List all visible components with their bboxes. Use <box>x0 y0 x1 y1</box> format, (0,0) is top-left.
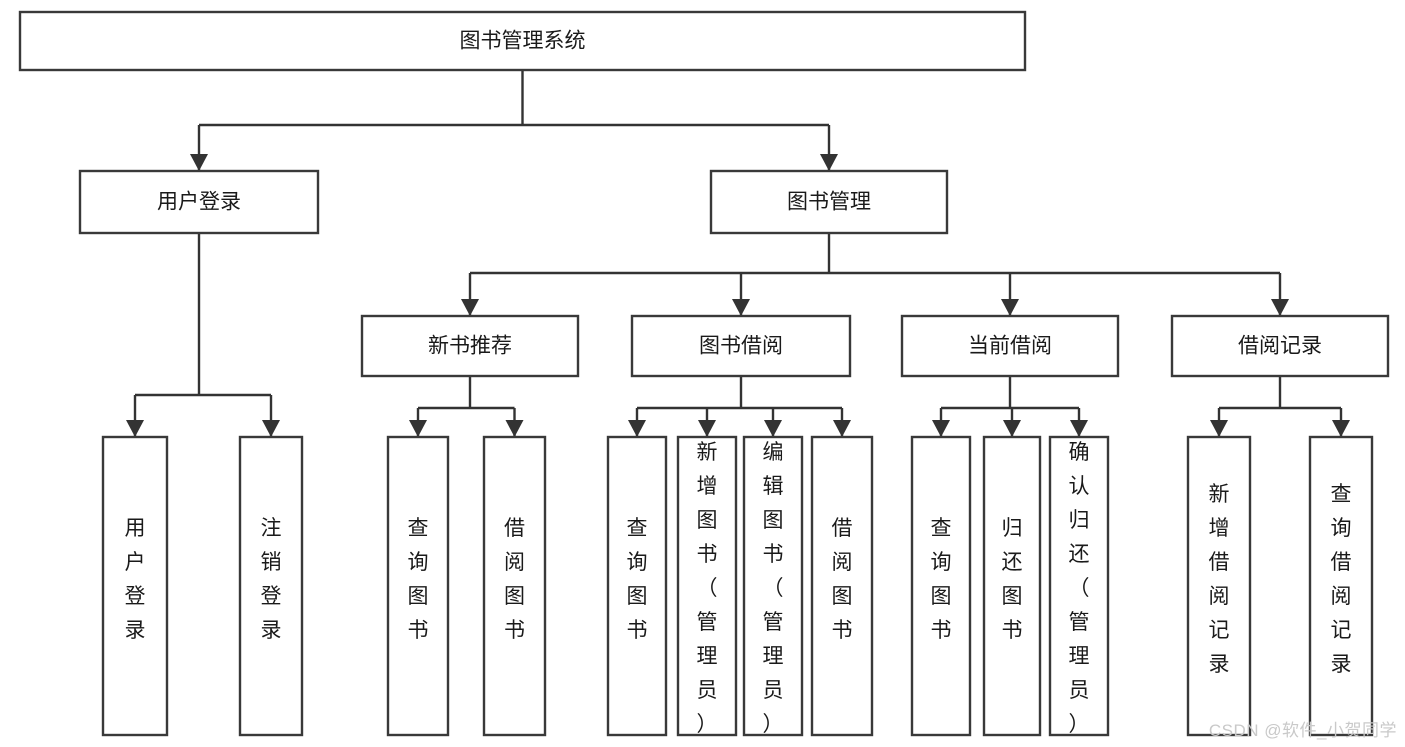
node-boxes: 图书管理系统用户登录图书管理新书推荐图书借阅当前借阅借阅记录用户登录注销登录查询… <box>18 10 1390 737</box>
node-box-leaf-edit-book <box>742 435 804 737</box>
node-leaf-user-login[interactable]: 用户登录 <box>101 435 169 737</box>
node-leaf-return-book[interactable]: 归还图书 <box>982 435 1042 737</box>
node-label-user-login: 用户登录 <box>157 191 241 214</box>
node-leaf-query-book-1[interactable]: 查询图书 <box>386 435 450 737</box>
node-label-new-book-recommend: 新书推荐 <box>428 335 512 358</box>
arrow-head-icon <box>698 420 716 437</box>
node-box-book-management <box>709 169 949 235</box>
node-label-current-borrow: 当前借阅 <box>968 335 1052 358</box>
node-label-leaf-add-record: 新增借阅记录 <box>1209 483 1230 676</box>
node-label-leaf-logout: 注销登录 <box>261 517 282 642</box>
arrow-head-icon <box>190 154 208 171</box>
node-label-book-management: 图书管理 <box>787 191 871 214</box>
node-label-leaf-edit-book: 编辑图书（管理员） <box>763 441 784 736</box>
node-box-leaf-logout <box>238 435 304 737</box>
node-leaf-edit-book[interactable]: 编辑图书（管理员） <box>742 435 804 737</box>
arrow-head-icon <box>126 420 144 437</box>
arrow-head-icon <box>1070 420 1088 437</box>
node-borrow-record[interactable]: 借阅记录 <box>1170 314 1390 378</box>
node-label-leaf-user-login: 用户登录 <box>125 517 146 642</box>
arrow-head-icon <box>505 420 524 437</box>
node-leaf-borrow-book-1[interactable]: 借阅图书 <box>482 435 547 737</box>
node-book-management[interactable]: 图书管理 <box>709 169 949 235</box>
node-label-leaf-add-book: 新增图书（管理员） <box>697 441 718 736</box>
node-box-user-login <box>78 169 320 235</box>
arrow-head-icon <box>1001 299 1019 316</box>
node-label-leaf-query-record: 查询借阅记录 <box>1331 483 1352 676</box>
node-box-leaf-user-login <box>101 435 169 737</box>
node-book-borrow[interactable]: 图书借阅 <box>630 314 852 378</box>
arrow-head-icon <box>764 420 782 437</box>
node-box-new-book-recommend <box>360 314 580 378</box>
node-box-leaf-borrow-book-2 <box>810 435 874 737</box>
node-new-book-recommend[interactable]: 新书推荐 <box>360 314 580 378</box>
node-label-leaf-borrow-book-1: 借阅图书 <box>504 517 525 642</box>
node-box-borrow-record <box>1170 314 1390 378</box>
arrow-head-icon <box>732 299 750 316</box>
arrow-head-icon <box>262 420 280 437</box>
node-box-book-borrow <box>630 314 852 378</box>
arrow-head-icon <box>1003 420 1021 437</box>
node-current-borrow[interactable]: 当前借阅 <box>900 314 1120 378</box>
node-label-leaf-query-book-3: 查询图书 <box>931 517 952 642</box>
node-box-leaf-confirm-return <box>1048 435 1110 737</box>
node-leaf-query-book-2[interactable]: 查询图书 <box>606 435 668 737</box>
node-box-leaf-return-book <box>982 435 1042 737</box>
arrow-head-icon <box>1210 420 1228 437</box>
node-box-leaf-add-record <box>1186 435 1252 737</box>
node-leaf-query-book-3[interactable]: 查询图书 <box>910 435 972 737</box>
node-label-leaf-return-book: 归还图书 <box>1002 517 1023 642</box>
watermark-text: CSDN @软件_小贺同学 <box>1208 721 1397 740</box>
node-box-leaf-borrow-book-1 <box>482 435 547 737</box>
arrow-head-icon <box>833 420 851 437</box>
arrow-head-icon <box>1271 299 1289 316</box>
node-leaf-add-book[interactable]: 新增图书（管理员） <box>676 435 738 737</box>
node-user-login[interactable]: 用户登录 <box>78 169 320 235</box>
node-leaf-borrow-book-2[interactable]: 借阅图书 <box>810 435 874 737</box>
node-box-leaf-query-book-2 <box>606 435 668 737</box>
node-box-leaf-query-book-1 <box>386 435 450 737</box>
node-box-root <box>18 10 1027 72</box>
node-label-root: 图书管理系统 <box>460 30 586 53</box>
node-leaf-add-record[interactable]: 新增借阅记录 <box>1186 435 1252 737</box>
node-box-current-borrow <box>900 314 1120 378</box>
node-root[interactable]: 图书管理系统 <box>18 10 1027 72</box>
node-box-leaf-query-book-3 <box>910 435 972 737</box>
arrow-head-icon <box>409 420 427 437</box>
node-box-leaf-query-record <box>1308 435 1374 737</box>
arrow-head-icon <box>932 420 950 437</box>
arrow-head-icon <box>1332 420 1350 437</box>
arrow-head-icon <box>628 420 646 437</box>
node-leaf-query-record[interactable]: 查询借阅记录 <box>1308 435 1374 737</box>
node-leaf-confirm-return[interactable]: 确认归还（管理员） <box>1048 435 1110 737</box>
arrow-head-icon <box>820 154 838 171</box>
node-box-leaf-add-book <box>676 435 738 737</box>
node-label-leaf-query-book-1: 查询图书 <box>408 517 429 642</box>
node-label-leaf-borrow-book-2: 借阅图书 <box>832 517 853 642</box>
node-label-leaf-query-book-2: 查询图书 <box>627 517 648 642</box>
connector-lines <box>126 70 1350 437</box>
node-label-borrow-record: 借阅记录 <box>1238 335 1322 358</box>
arrow-head-icon <box>461 299 479 316</box>
node-label-book-borrow: 图书借阅 <box>699 335 783 358</box>
node-label-leaf-confirm-return: 确认归还（管理员） <box>1069 441 1090 736</box>
node-leaf-logout[interactable]: 注销登录 <box>238 435 304 737</box>
